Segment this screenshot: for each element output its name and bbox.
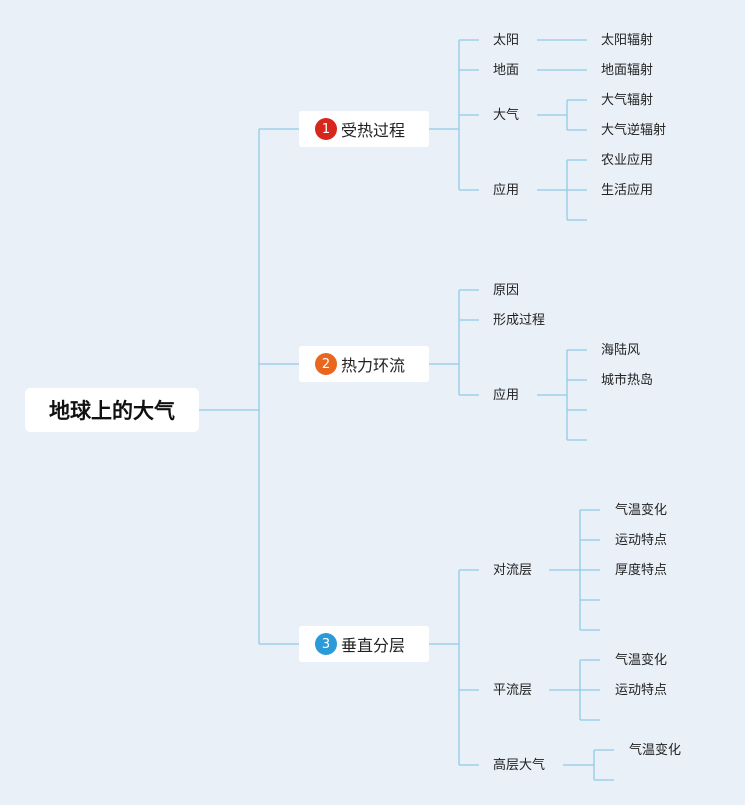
number-badge-2: 2: [315, 353, 337, 375]
number-badge-3: 3: [315, 633, 337, 655]
node-urban-heat-island[interactable]: 城市热岛: [601, 373, 654, 388]
branch-label: 热力环流: [341, 356, 406, 375]
node-application[interactable]: 应用: [493, 388, 520, 403]
root-label: 地球上的大气: [49, 399, 175, 423]
node-temperature-change[interactable]: 气温变化: [629, 743, 682, 758]
node-stratosphere[interactable]: 平流层: [493, 683, 533, 698]
node-solar-radiation[interactable]: 太阳辐射: [601, 33, 654, 48]
node-formation-process[interactable]: 形成过程: [493, 313, 546, 328]
node-agricultural-application[interactable]: 农业应用: [601, 153, 654, 168]
node-upper-atmosphere[interactable]: 高层大气: [493, 758, 546, 773]
node-troposphere[interactable]: 对流层: [493, 563, 533, 578]
number-badge-1: 1: [315, 118, 337, 140]
node-thickness-features[interactable]: 厚度特点: [615, 563, 668, 578]
branch-heating-process[interactable]: 1 受热过程: [299, 111, 429, 147]
node-motion-features[interactable]: 运动特点: [615, 683, 668, 698]
node-motion-features[interactable]: 运动特点: [615, 533, 668, 548]
node-sea-land-breeze[interactable]: 海陆风: [601, 343, 641, 358]
node-application[interactable]: 应用: [493, 183, 520, 198]
branch-vertical-layers[interactable]: 3 垂直分层: [299, 626, 429, 662]
node-temperature-change[interactable]: 气温变化: [615, 503, 668, 518]
node-ground-radiation[interactable]: 地面辐射: [601, 63, 654, 78]
root-node[interactable]: 地球上的大气: [25, 388, 199, 432]
node-atmosphere[interactable]: 大气: [493, 108, 520, 123]
branch-thermal-circulation[interactable]: 2 热力环流: [299, 346, 429, 382]
node-cause[interactable]: 原因: [493, 283, 520, 298]
node-atmospheric-counter-radiation[interactable]: 大气逆辐射: [601, 123, 667, 138]
node-sun[interactable]: 太阳: [493, 33, 520, 48]
branch-label: 垂直分层: [341, 636, 406, 655]
node-ground[interactable]: 地面: [493, 63, 520, 78]
node-atmospheric-radiation[interactable]: 大气辐射: [601, 93, 654, 108]
branch-label: 受热过程: [341, 121, 406, 140]
node-daily-life-application[interactable]: 生活应用: [601, 183, 654, 198]
node-temperature-change[interactable]: 气温变化: [615, 653, 668, 668]
